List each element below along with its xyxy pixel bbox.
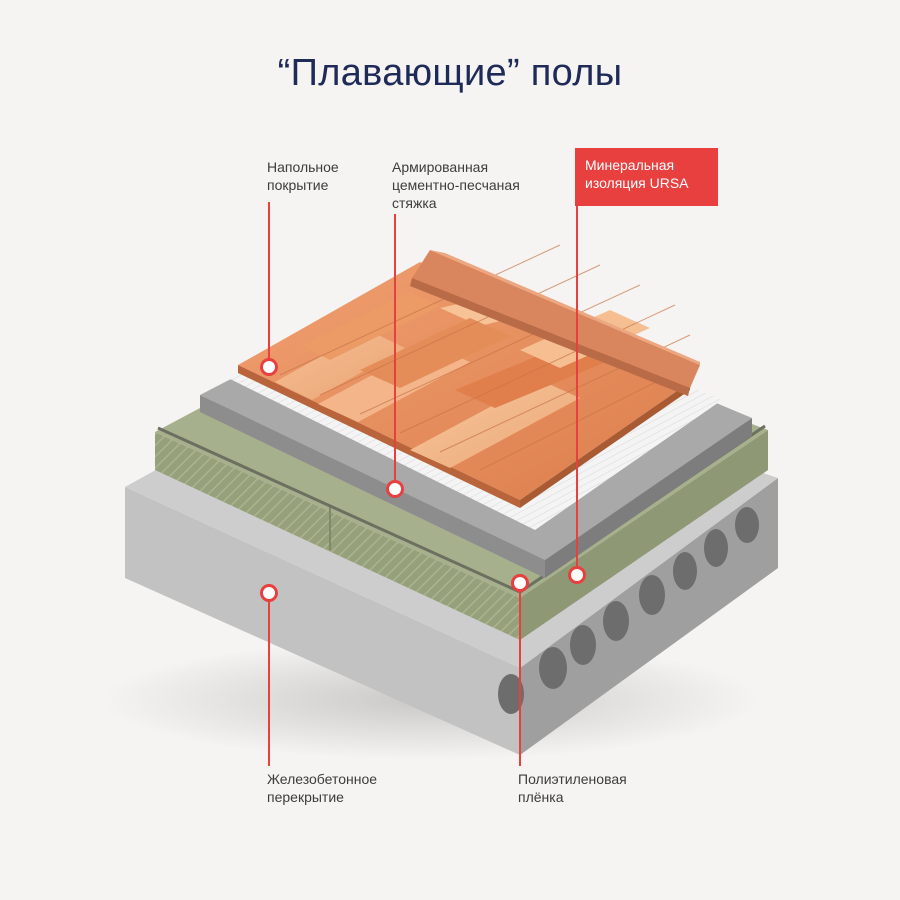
label-concrete-slab: Железобетонное перекрытие xyxy=(267,771,378,805)
parquet-floor xyxy=(238,244,700,508)
label-mineral-insulation: Минеральная изоляция URSA xyxy=(575,148,718,206)
page-title: “Плавающие” полы xyxy=(277,52,623,94)
label-polyethylene-film: Полиэтиленовая плёнка xyxy=(518,771,627,805)
label-floor-covering: Напольное покрытие xyxy=(267,159,339,193)
label-screed: Армированная цементно-песчаная стяжка xyxy=(392,159,520,211)
slab-hollow-cores xyxy=(539,507,759,689)
